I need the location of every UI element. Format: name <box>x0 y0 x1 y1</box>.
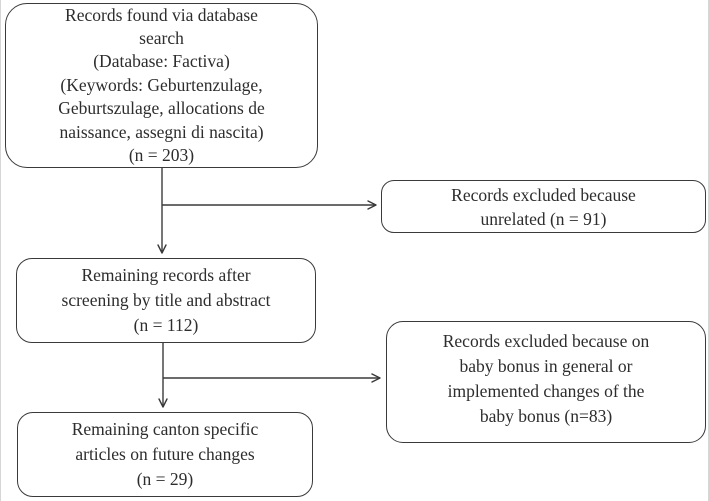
box-records-found: Records found via database search (Datab… <box>5 3 318 168</box>
box-excluded-unrelated-text: Records excluded because unrelated (n = … <box>451 184 636 229</box>
box-remaining-screened-text: Remaining records after screening by tit… <box>61 265 271 335</box>
box-excluded-unrelated: Records excluded because unrelated (n = … <box>381 180 706 233</box>
box-excluded-baby-bonus-text: Records excluded because on baby bonus i… <box>442 331 650 426</box>
box-excluded-baby-bonus: Records excluded because on baby bonus i… <box>386 321 706 443</box>
box-remaining-canton-text: Remaining canton specific articles on fu… <box>71 419 259 489</box>
box-records-found-text: Records found via database search (Datab… <box>58 4 265 166</box>
box-remaining-canton: Remaining canton specific articles on fu… <box>17 412 313 497</box>
box-remaining-screened: Remaining records after screening by tit… <box>16 258 316 343</box>
